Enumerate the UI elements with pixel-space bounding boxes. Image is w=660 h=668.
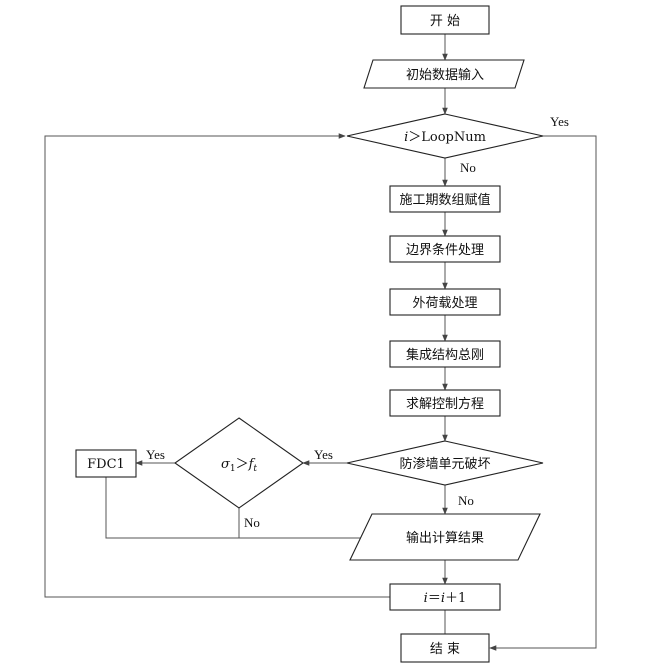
stiffness-node: 集成结构总刚	[389, 340, 501, 368]
input-label: 初始数据输入	[406, 67, 484, 83]
arrow-loop-back	[44, 133, 390, 598]
sigma-yes-label: Yes	[146, 447, 165, 462]
sigma-symbol: σ	[221, 457, 231, 472]
fdc-label: FDC1	[87, 457, 125, 472]
stiffness-label: 集成结构总刚	[406, 347, 484, 363]
damage-condition-node: 防渗墙单元破坏	[346, 440, 544, 486]
solve-node: 求解控制方程	[389, 389, 501, 417]
load-node: 外荷载处理	[389, 288, 501, 316]
loop-condition-node: i＞LoopNum	[346, 113, 544, 159]
sigma-condition-label: σ1＞ft	[221, 457, 257, 474]
loop-condition-label: i＞LoopNum	[404, 130, 486, 145]
solve-label: 求解控制方程	[406, 396, 484, 412]
arrow-fdc-to-output	[105, 477, 371, 541]
assign-node: 施工期数组赋值	[389, 185, 501, 213]
increment-equals: ＝	[428, 591, 441, 606]
loop-yes-label: Yes	[550, 114, 569, 129]
damage-no-label: No	[458, 493, 474, 508]
output-label: 输出计算结果	[406, 530, 484, 546]
start-label: 开 始	[430, 14, 460, 29]
assign-label: 施工期数组赋值	[399, 192, 490, 208]
fdc-node: FDC1	[75, 449, 137, 478]
sigma-condition-node: σ1＞ft	[174, 417, 304, 509]
connectors	[44, 34, 597, 651]
loop-limit: LoopNum	[421, 130, 486, 145]
end-label: 结 束	[430, 642, 460, 657]
start-node: 开 始	[400, 5, 490, 35]
sigma-subscript: 1	[230, 464, 236, 474]
increment-node: i＝i＋1	[389, 583, 501, 611]
increment-label: i＝i＋1	[424, 591, 467, 606]
loop-no-label: No	[460, 160, 476, 175]
sigma-no-label: No	[244, 515, 260, 530]
f-subscript: t	[253, 464, 257, 474]
boundary-node: 边界条件处理	[389, 235, 501, 263]
load-label: 外荷载处理	[412, 296, 477, 311]
damage-yes-label: Yes	[314, 447, 333, 462]
increment-lhs: i	[424, 591, 428, 606]
input-node: 初始数据输入	[363, 59, 525, 89]
boundary-label: 边界条件处理	[406, 242, 484, 258]
loop-var: i	[404, 130, 408, 145]
increment-plus: ＋1	[445, 591, 466, 606]
f-symbol: f	[248, 457, 256, 472]
increment-rhs: i	[441, 591, 445, 606]
compare-operator: ＞	[236, 457, 249, 472]
end-node: 结 束	[400, 633, 490, 663]
arrow-loop-exit	[489, 135, 597, 651]
loop-operator: ＞	[408, 130, 421, 145]
damage-label: 防渗墙单元破坏	[399, 456, 490, 472]
output-node: 输出计算结果	[349, 513, 541, 561]
